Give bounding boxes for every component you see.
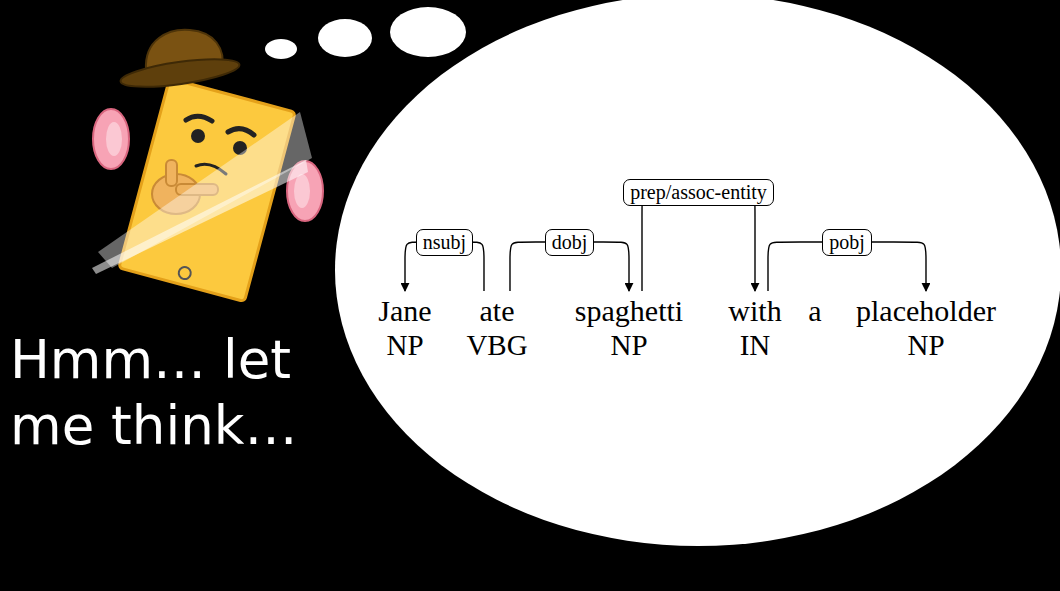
- thought-text: Hmm… let me think…: [10, 327, 335, 459]
- pos-tag: IN: [728, 329, 781, 361]
- word-node: spaghettiNP: [575, 293, 683, 361]
- pos-tag: VBG: [466, 329, 527, 361]
- eyebrow: [228, 129, 254, 135]
- dependency-arc: [642, 192, 755, 291]
- word-node: ateVBG: [466, 293, 527, 361]
- word: ate: [466, 293, 527, 329]
- ear-inner: [106, 122, 122, 156]
- word: spaghetti: [575, 293, 683, 329]
- thought-dot: [318, 19, 372, 57]
- glass-shine: [98, 112, 312, 268]
- dependency-label: nsubj: [416, 229, 473, 256]
- word-node: JaneNP: [378, 293, 431, 361]
- bowler-hat: [119, 30, 241, 92]
- eyebrow: [186, 116, 212, 121]
- glass-shine: [92, 160, 308, 274]
- word: a: [808, 293, 821, 329]
- dependency-label: dobj: [545, 229, 595, 256]
- pos-tag: NP: [575, 329, 683, 361]
- thought-dot: [390, 7, 466, 57]
- eye: [191, 129, 205, 143]
- thought-dot: [265, 39, 297, 59]
- pos-tag: NP: [378, 329, 431, 361]
- word-node: withIN: [728, 293, 781, 361]
- word: with: [728, 293, 781, 329]
- dependency-label: pobj: [822, 229, 872, 256]
- ear-inner: [294, 174, 310, 208]
- word: Jane: [378, 293, 431, 329]
- word-node: placeholderNP: [856, 293, 996, 361]
- ear: [93, 109, 129, 169]
- thought-bubble: [335, 0, 1060, 546]
- dependency-label: prep/assoc-entity: [623, 179, 774, 206]
- pos-tag: NP: [856, 329, 996, 361]
- word: placeholder: [856, 293, 996, 329]
